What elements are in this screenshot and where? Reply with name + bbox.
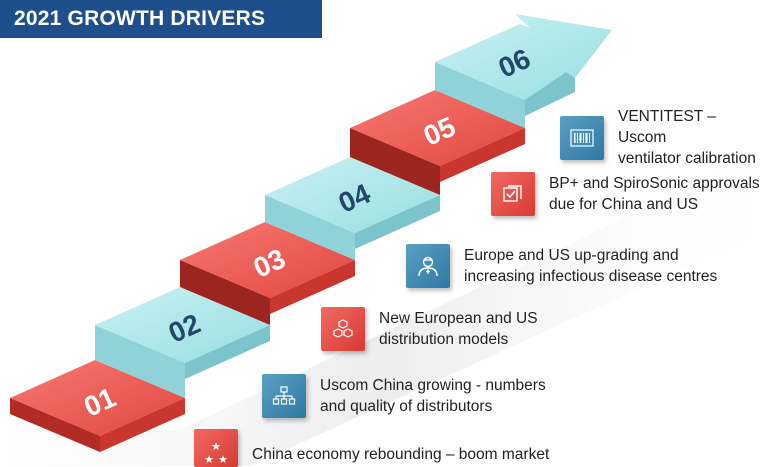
driver-label: China economy rebounding – boom market [252,445,550,463]
checklist-icon [491,172,535,216]
step-03-top [180,222,355,298]
doctor-icon [406,244,450,288]
step-06-arrow [435,14,612,100]
driver-label: BP+ and SpiroSonic approvals due for Chi… [549,175,760,213]
driver-item-approvals: BP+ and SpiroSonic approvals due for Chi… [491,172,760,216]
driver-item-ventitest: VENTITEST – Uscom ventilator calibration [560,106,767,169]
driver-item-infectious-disease: Europe and US up-grading and increasing … [406,244,717,288]
driver-item-distributors: Uscom China growing - numbers and qualit… [262,374,546,418]
org-chart-icon [262,374,306,418]
svg-text:★: ★ [204,453,214,466]
svg-text:★: ★ [211,440,221,453]
driver-label: Uscom China growing - numbers and qualit… [320,377,546,415]
step-05-top [350,90,525,166]
driver-label: VENTITEST – Uscom ventilator calibration [618,108,756,167]
page-title: 2021 GROWTH DRIVERS [0,0,322,38]
stars-icon: ★ ★ ★ [194,429,238,467]
driver-label: Europe and US up-grading and increasing … [464,247,718,285]
step-01-top [10,360,185,436]
driver-item-china-economy: ★ ★ ★ China economy rebounding – boom ma… [194,429,549,467]
step-02-top [95,287,270,363]
driver-label: New European and US distribution models [379,310,538,348]
step-04-top [265,157,440,233]
step-01-front [10,398,100,452]
step-01-side [100,398,185,452]
barcode-icon [560,115,604,160]
driver-item-distribution-models: New European and US distribution models [321,307,538,351]
svg-text:★: ★ [218,453,228,466]
boxes-icon [321,307,365,351]
